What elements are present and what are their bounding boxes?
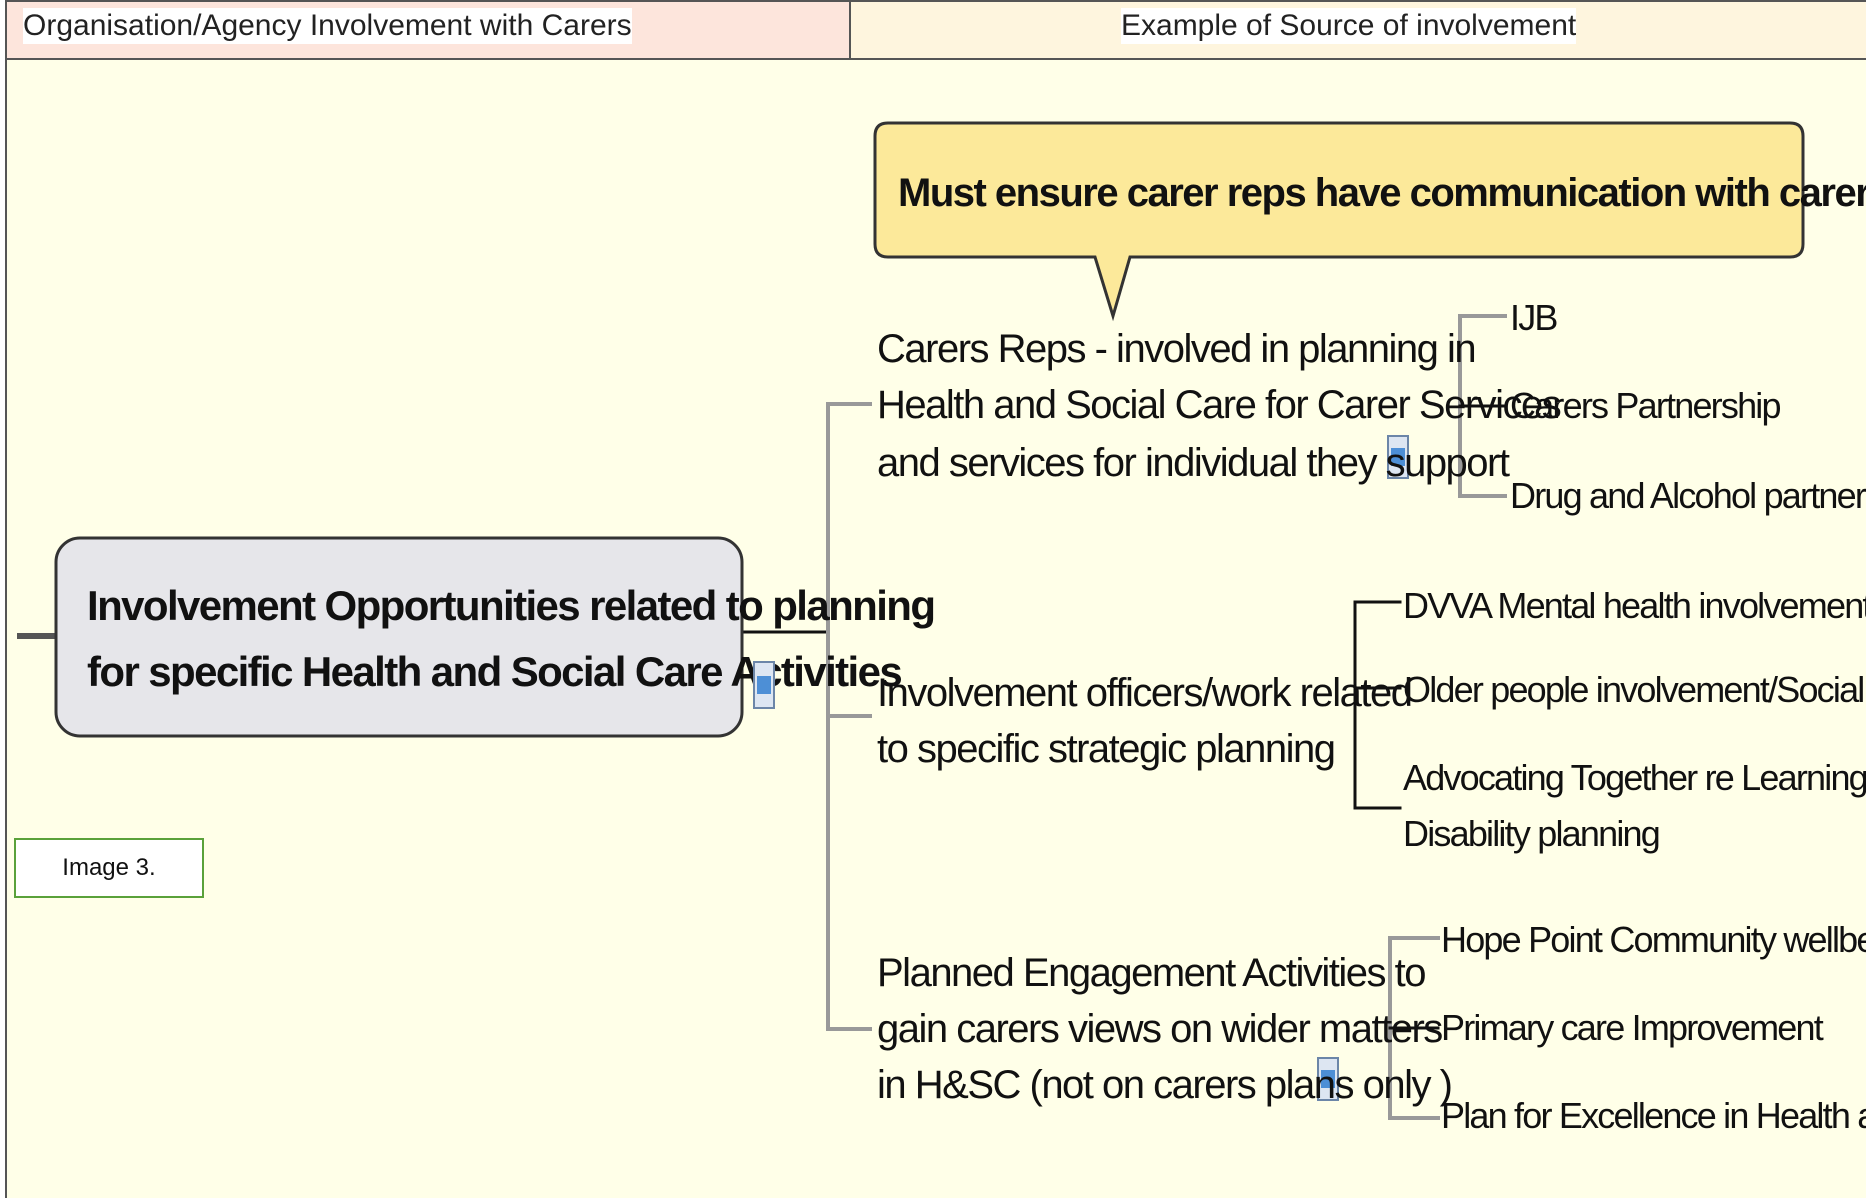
branch-2-item-2: Older people involvement/Social Isolatio…: [1403, 669, 1866, 710]
branch-3-line-1: Planned Engagement Activities to: [877, 951, 1425, 995]
callout-bubble: Must ensure carer reps have communicatio…: [873, 121, 1866, 322]
branch-2-item-1: DVVA Mental health involvement: [1403, 585, 1866, 626]
header-right-cell: Example of Source of involvement: [851, 0, 1866, 60]
note-icon: [1387, 435, 1409, 479]
branch-3-line-3: in H&SC (not on carers plans only ): [877, 1063, 1451, 1107]
header-left-title: Organisation/Agency Involvement with Car…: [23, 8, 632, 44]
branch-2-line-1: Involvement officers/work related: [877, 671, 1411, 715]
callout-text: Must ensure carer reps have communicatio…: [898, 171, 1866, 215]
image-caption-box: Image 3.: [14, 838, 204, 898]
branch-1-line-2: Health and Social Care for Carer Service…: [877, 383, 1561, 427]
branch-3-item-3: Plan for Excellence in Health and Care: [1441, 1095, 1866, 1136]
branch-3-item-1: Hope Point Community wellbeing centre: [1441, 919, 1866, 960]
branch-3-item-2: Primary care Improvement: [1441, 1007, 1824, 1048]
branch-2-line-2: to specific strategic planning: [877, 727, 1335, 771]
branch-1-line-3: and services for individual they support: [877, 441, 1510, 485]
image-caption: Image 3.: [62, 854, 156, 881]
branch-1-item-1: IJB: [1510, 297, 1557, 338]
central-topic-line-2: for specific Health and Social Care Acti…: [87, 648, 901, 695]
branch-1-item-2: Carers Partnership: [1510, 385, 1780, 426]
header-right-title: Example of Source of involvement: [1121, 8, 1577, 44]
branch-2-item-4: Disability planning: [1403, 813, 1659, 854]
branch-3-line-2: gain carers views on wider matters: [877, 1007, 1442, 1051]
note-icon: [753, 661, 775, 709]
branch-2-item-3: Advocating Together re Learning: [1403, 757, 1866, 798]
header-left-cell: Organisation/Agency Involvement with Car…: [5, 0, 851, 60]
central-topic-line-1: Involvement Opportunities related to pla…: [87, 582, 934, 629]
branch-1-item-3: Drug and Alcohol partnership: [1510, 475, 1866, 516]
group-2-bracket: [1353, 600, 1402, 810]
note-icon: [1317, 1057, 1339, 1101]
central-topic: Involvement Opportunities related to pla…: [54, 536, 936, 738]
branch-1-line-1: Carers Reps - involved in planning in: [877, 327, 1475, 371]
